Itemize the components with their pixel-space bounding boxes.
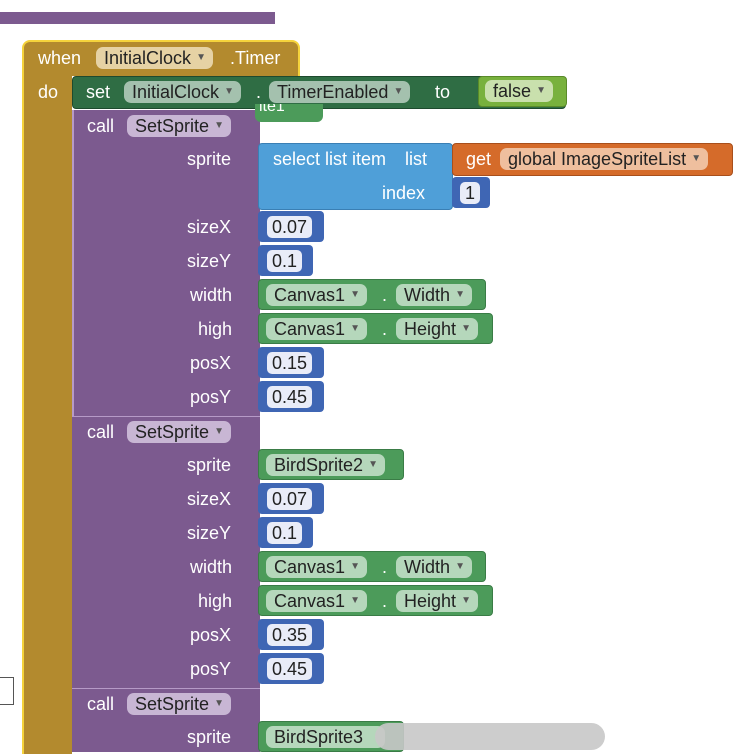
sizeX-value[interactable]: 0.07 <box>267 216 313 238</box>
select-list-item-label: select list item <box>273 149 387 169</box>
chevron-down-icon: ▼ <box>455 289 466 300</box>
horizontal-scrollbar[interactable] <box>375 723 605 750</box>
get-label: get <box>466 149 492 169</box>
chevron-down-icon: ▼ <box>461 323 472 334</box>
chevron-down-icon: ▼ <box>214 120 225 131</box>
sizeX-value[interactable]: 0.07 <box>267 488 313 510</box>
width-dropdown[interactable]: Width▼ <box>396 556 473 578</box>
height-dropdown[interactable]: Height▼ <box>396 318 479 340</box>
sprite-dropdown[interactable]: BirdSprite2▼ <box>266 454 386 476</box>
param-label-posY: posY <box>190 387 232 407</box>
param-label-posX: posX <box>190 625 232 645</box>
chevron-down-icon: ▼ <box>350 289 361 300</box>
chevron-down-icon: ▼ <box>393 86 404 97</box>
chevron-down-icon: ▼ <box>350 561 361 572</box>
chevron-down-icon: ▼ <box>350 595 361 606</box>
param-label-sizeX: sizeX <box>187 489 232 509</box>
call-label: call <box>87 422 115 442</box>
call-block-2[interactable] <box>72 416 260 688</box>
sizeY-value[interactable]: 0.1 <box>267 522 303 544</box>
workspace-fragment <box>0 677 14 705</box>
chevron-down-icon: ▼ <box>214 698 225 709</box>
posY-value[interactable]: 0.45 <box>267 386 313 408</box>
chevron-down-icon: ▼ <box>350 323 361 334</box>
param-label-sizeX: sizeX <box>187 217 232 237</box>
width-dropdown[interactable]: Width▼ <box>396 284 473 306</box>
set-component-dropdown[interactable]: InitialClock▼ <box>124 81 242 103</box>
param-label-high: high <box>198 319 233 339</box>
chevron-down-icon: ▼ <box>536 85 547 96</box>
param-label-high: high <box>198 591 233 611</box>
to-label: to <box>435 82 451 102</box>
param-label-width: width <box>190 285 233 305</box>
param-label-sprite: sprite <box>187 727 232 747</box>
canvas-dropdown[interactable]: Canvas1▼ <box>266 590 368 612</box>
set-property-dropdown[interactable]: TimerEnabled▼ <box>269 81 411 103</box>
chevron-down-icon: ▼ <box>214 426 225 437</box>
clock-dropdown[interactable]: InitialClock▼ <box>96 47 214 69</box>
chevron-down-icon: ▼ <box>461 595 472 606</box>
param-label-posY: posY <box>190 659 232 679</box>
param-label-width: width <box>190 557 233 577</box>
variable-dropdown[interactable]: global ImageSpriteList▼ <box>500 148 709 170</box>
call-label: call <box>87 694 115 714</box>
procedure-dropdown[interactable]: SetSprite▼ <box>127 693 232 715</box>
call-label: call <box>87 116 115 136</box>
property-dot: . <box>382 557 388 577</box>
sizeY-value[interactable]: 0.1 <box>267 250 303 272</box>
hidden-block-fragment: ite1 <box>255 104 323 122</box>
sprite-dropdown[interactable]: BirdSprite3 <box>266 726 386 748</box>
chevron-down-icon: ▼ <box>368 459 379 470</box>
canvas-dropdown[interactable]: Canvas1▼ <box>266 284 368 306</box>
set-label: set <box>86 82 111 102</box>
property-dot: . <box>382 285 388 305</box>
property-dot: . <box>382 591 388 611</box>
call-block-1[interactable] <box>72 110 260 416</box>
param-label-sizeY: sizeY <box>187 523 232 543</box>
list-label: list <box>405 149 427 169</box>
canvas-dropdown[interactable]: Canvas1▼ <box>266 556 368 578</box>
do-label: do <box>38 82 59 102</box>
index-value[interactable]: 1 <box>460 182 481 204</box>
property-dot: . <box>382 319 388 339</box>
select-list-item-block[interactable] <box>258 143 453 210</box>
posY-value[interactable]: 0.45 <box>267 658 313 680</box>
set-dot: . <box>256 82 262 102</box>
param-label-sprite: sprite <box>187 149 232 169</box>
chevron-down-icon: ▼ <box>196 52 207 63</box>
param-label-sprite: sprite <box>187 455 232 475</box>
param-label-posX: posX <box>190 353 232 373</box>
param-label-sizeY: sizeY <box>187 251 232 271</box>
chevron-down-icon: ▼ <box>455 561 466 572</box>
posX-value[interactable]: 0.35 <box>267 624 313 646</box>
when-label: when <box>38 48 82 68</box>
event-name: .Timer <box>230 48 281 68</box>
procedure-dropdown[interactable]: SetSprite▼ <box>127 115 232 137</box>
event-block-timer[interactable]: when InitialClock▼ .Timer do <box>22 40 300 754</box>
chevron-down-icon: ▼ <box>691 153 702 164</box>
posX-value[interactable]: 0.15 <box>267 352 313 374</box>
partial-block-top[interactable] <box>0 12 275 24</box>
index-label: index <box>382 183 426 203</box>
false-dropdown[interactable]: false▼ <box>485 80 554 102</box>
chevron-down-icon: ▼ <box>224 86 235 97</box>
event-left-bar <box>22 74 72 754</box>
procedure-dropdown[interactable]: SetSprite▼ <box>127 421 232 443</box>
height-dropdown[interactable]: Height▼ <box>396 590 479 612</box>
canvas-dropdown[interactable]: Canvas1▼ <box>266 318 368 340</box>
